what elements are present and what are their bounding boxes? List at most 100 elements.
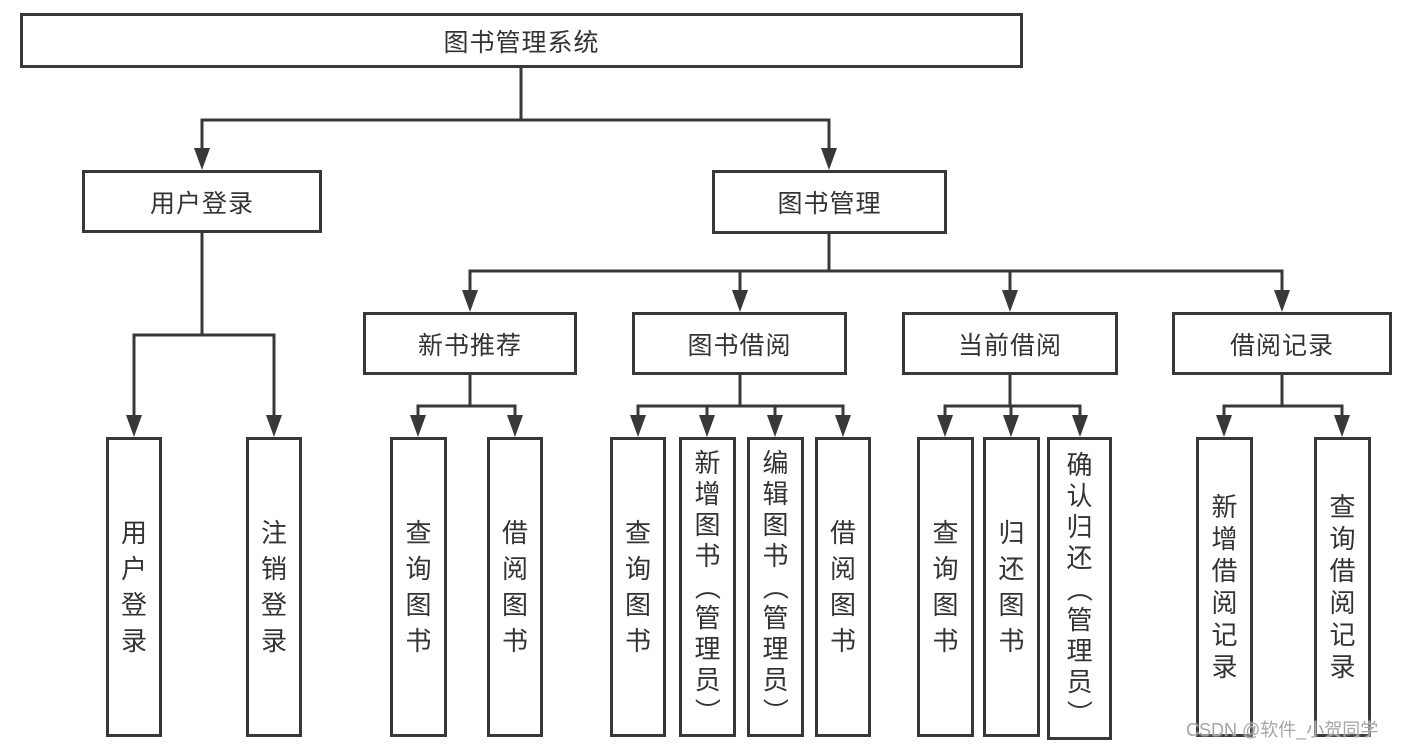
node-book-management: 图书管理 xyxy=(712,170,947,234)
vertical-char: 还 xyxy=(998,554,1025,584)
vertical-char: 图 xyxy=(405,590,432,620)
vertical-char: 询 xyxy=(624,554,651,584)
vertical-char: 辑 xyxy=(762,479,789,509)
vertical-char: 员 xyxy=(762,665,789,695)
vertical-char: 查 xyxy=(1329,492,1356,522)
vertical-char: 归 xyxy=(1066,511,1093,542)
vertical-char: 书 xyxy=(694,541,721,571)
arrowhead-icon xyxy=(630,415,646,437)
vertical-char: 阅 xyxy=(501,554,528,584)
leaf-add-borrow-record: 新增借阅记录 xyxy=(1196,437,1253,737)
vertical-char: 图 xyxy=(998,590,1025,620)
vertical-char: 书 xyxy=(998,626,1025,656)
leaf-query-books: 查询图书 xyxy=(917,437,974,737)
vertical-char: 阅 xyxy=(1211,588,1238,618)
node-library-management-system: 图书管理系统 xyxy=(20,13,1023,68)
arrowhead-icon xyxy=(1002,290,1018,312)
vertical-char: 还 xyxy=(1066,542,1093,573)
vertical-char: ） xyxy=(692,697,723,725)
vertical-char: 户 xyxy=(120,554,147,584)
vertical-char: 认 xyxy=(1066,480,1093,511)
vertical-char: 理 xyxy=(694,634,721,664)
vertical-char: 书 xyxy=(624,626,651,656)
arrowhead-icon xyxy=(507,415,523,437)
arrowhead-icon xyxy=(1274,290,1290,312)
arrowhead-icon xyxy=(410,415,426,437)
vertical-char: 登 xyxy=(120,590,147,620)
vertical-char: 录 xyxy=(1211,652,1238,682)
vertical-char: 借 xyxy=(501,518,528,548)
vertical-char: （ xyxy=(760,573,791,601)
vertical-char: （ xyxy=(1064,575,1095,602)
vertical-char: 登 xyxy=(260,590,287,620)
arrowhead-icon xyxy=(1216,415,1232,437)
vertical-char: 增 xyxy=(694,479,721,509)
vertical-char: 录 xyxy=(120,626,147,656)
vertical-char: 书 xyxy=(405,626,432,656)
vertical-char: 管 xyxy=(694,603,721,633)
vertical-char: 询 xyxy=(932,554,959,584)
arrowhead-icon xyxy=(732,290,748,312)
leaf-user-login: 用户登录 xyxy=(106,437,162,737)
vertical-char: 注 xyxy=(260,518,287,548)
vertical-char: 查 xyxy=(405,518,432,548)
vertical-char: 借 xyxy=(1211,556,1238,586)
vertical-char: 询 xyxy=(1329,524,1356,554)
vertical-char: 用 xyxy=(120,518,147,548)
vertical-char: 借 xyxy=(1329,556,1356,586)
vertical-char: 管 xyxy=(1066,604,1093,635)
arrowhead-icon xyxy=(1072,415,1088,437)
vertical-char: ） xyxy=(1064,699,1095,726)
vertical-char: 图 xyxy=(501,590,528,620)
node-current-borrowing: 当前借阅 xyxy=(902,312,1118,375)
vertical-char: 管 xyxy=(762,603,789,633)
node-borrowing-records: 借阅记录 xyxy=(1172,312,1392,375)
vertical-char: 归 xyxy=(998,518,1025,548)
vertical-char: 查 xyxy=(932,518,959,548)
watermark-text: CSDN @软件_小贺同学 xyxy=(1186,720,1379,740)
vertical-char: 员 xyxy=(694,665,721,695)
vertical-char: 记 xyxy=(1329,620,1356,650)
leaf-add-books-admin: 新增图书（管理员） xyxy=(679,437,736,737)
vertical-char: 图 xyxy=(829,590,856,620)
leaf-edit-books-admin: 编辑图书（管理员） xyxy=(747,437,804,737)
vertical-char: 书 xyxy=(932,626,959,656)
vertical-char: 新 xyxy=(694,448,721,478)
leaf-logout-login: 注销登录 xyxy=(246,437,302,737)
node-book-borrowing: 图书借阅 xyxy=(632,312,847,375)
arrowhead-icon xyxy=(835,415,851,437)
vertical-char: 图 xyxy=(762,510,789,540)
vertical-char: 录 xyxy=(1329,652,1356,682)
vertical-char: 理 xyxy=(1066,635,1093,666)
leaf-query-borrow-record: 查询借阅记录 xyxy=(1314,437,1371,737)
vertical-char: 书 xyxy=(829,626,856,656)
vertical-char: 新 xyxy=(1211,492,1238,522)
vertical-char: 阅 xyxy=(829,554,856,584)
arrowhead-icon xyxy=(699,415,715,437)
vertical-char: 销 xyxy=(260,554,287,584)
leaf-return-books: 归还图书 xyxy=(983,437,1040,737)
arrowhead-icon xyxy=(1003,415,1019,437)
vertical-char: 增 xyxy=(1211,524,1238,554)
vertical-char: 借 xyxy=(829,518,856,548)
arrowhead-icon xyxy=(462,290,478,312)
vertical-char: 确 xyxy=(1066,449,1093,480)
vertical-char: 书 xyxy=(501,626,528,656)
vertical-char: 编 xyxy=(762,448,789,478)
vertical-char: 理 xyxy=(762,634,789,664)
leaf-borrow-books: 借阅图书 xyxy=(815,437,871,737)
arrowhead-icon xyxy=(937,415,953,437)
vertical-char: 查 xyxy=(624,518,651,548)
arrowhead-icon xyxy=(821,148,837,170)
arrowhead-icon xyxy=(1334,415,1350,437)
vertical-char: ） xyxy=(760,697,791,725)
vertical-char: （ xyxy=(692,573,723,601)
node-user-login: 用户登录 xyxy=(82,170,322,233)
leaf-borrow-books: 借阅图书 xyxy=(487,437,543,737)
arrowhead-icon xyxy=(767,415,783,437)
vertical-char: 询 xyxy=(405,554,432,584)
arrowhead-icon xyxy=(194,148,210,170)
vertical-char: 图 xyxy=(694,510,721,540)
leaf-confirm-return-admin: 确认归还（管理员） xyxy=(1047,437,1112,740)
